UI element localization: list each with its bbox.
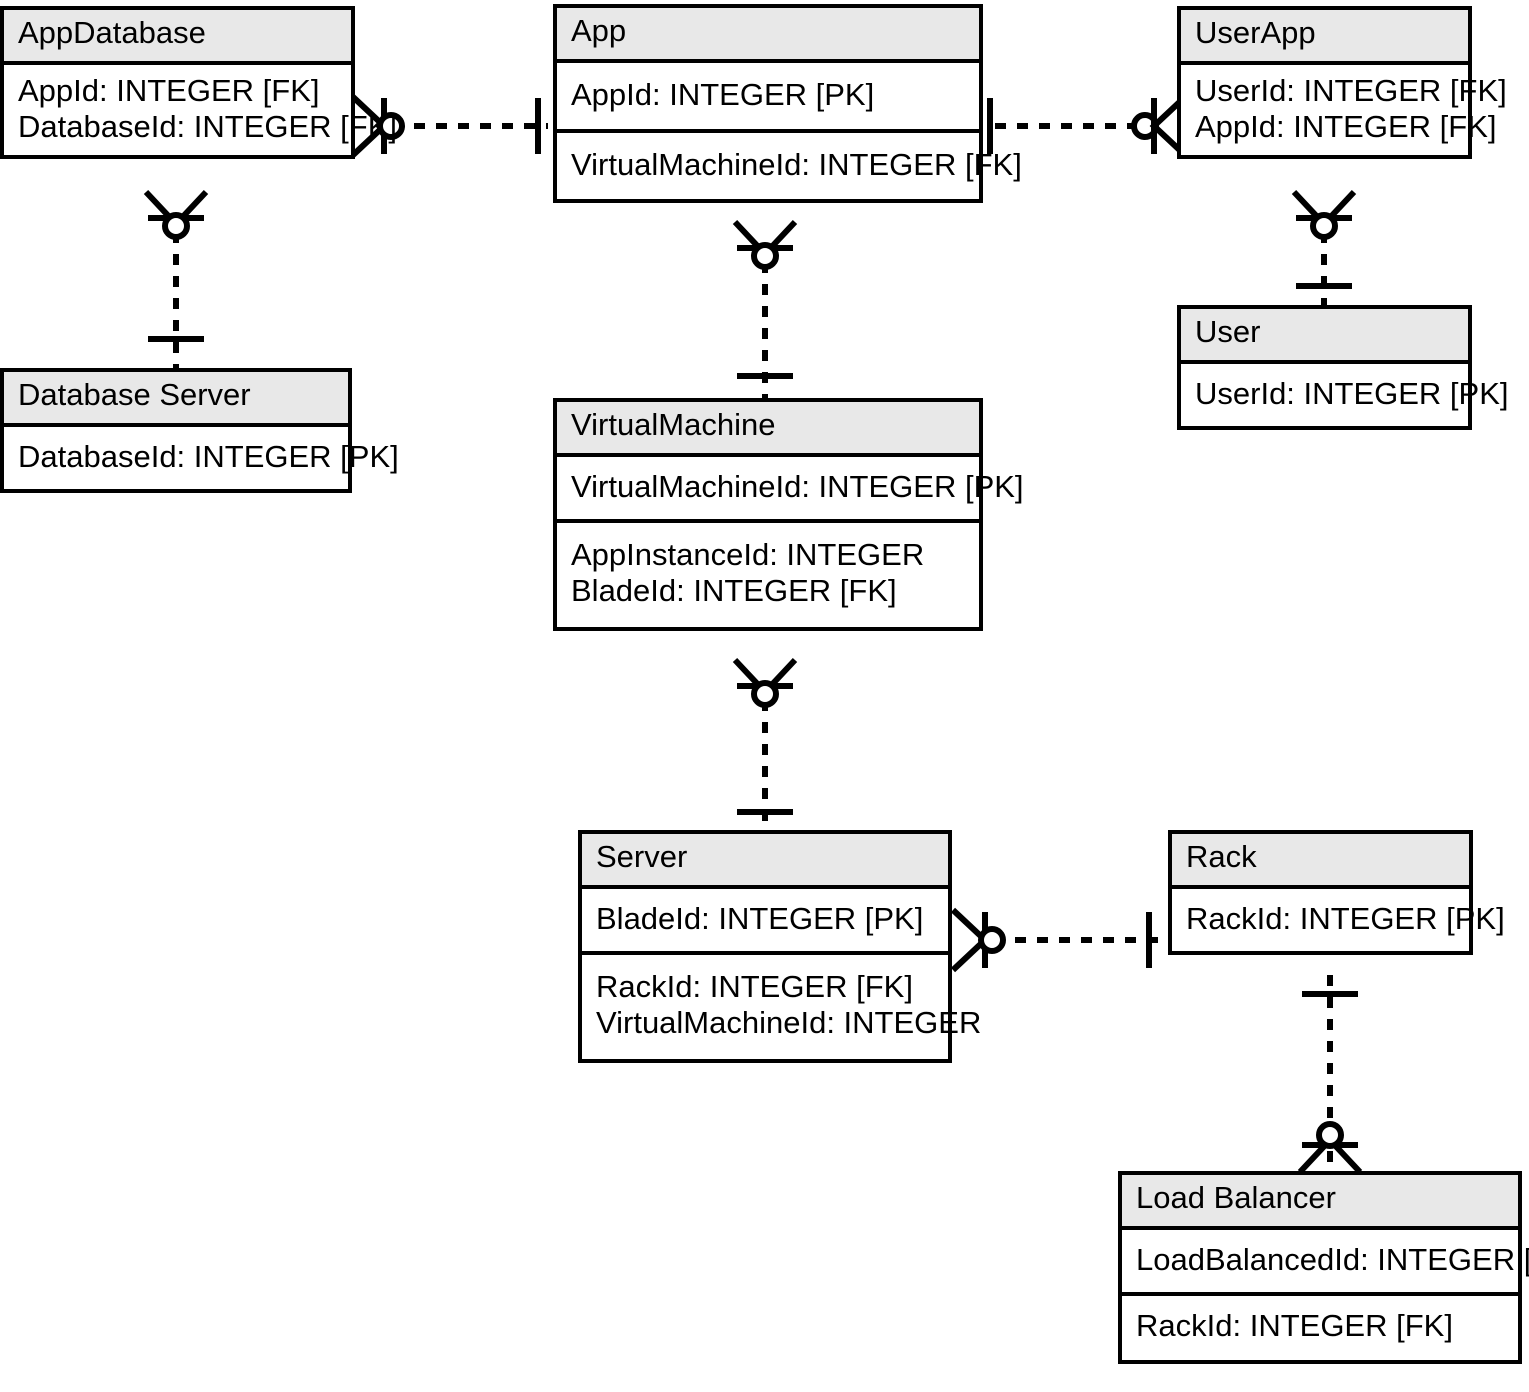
entity-title-user: User [1181, 309, 1468, 364]
attribute-row: VirtualMachineId: INTEGER [596, 1004, 982, 1040]
relationship-userapp-user [1291, 189, 1357, 308]
entity-section-appdatabase-0: AppId: INTEGER [FK] DatabaseId: INTEGER … [4, 64, 398, 155]
entity-app[interactable]: App AppId: INTEGER [PK] VirtualMachineId… [553, 4, 1022, 203]
entity-section-databaseserver-0: DatabaseId: INTEGER [PK] [4, 426, 399, 489]
entity-title-app: App [557, 8, 979, 63]
attribute-row: LoadBalancedId: INTEGER [PK] [1136, 1241, 1529, 1277]
relationship-virtualmachine-server [732, 657, 798, 836]
attribute-row: DatabaseId: INTEGER [PK] [18, 438, 399, 474]
entity-section-userapp-0: UserId: INTEGER [FK] AppId: INTEGER [FK] [1181, 64, 1507, 155]
entity-section-app-0: AppId: INTEGER [PK] [557, 62, 979, 129]
entity-title-rack: Rack [1172, 834, 1469, 889]
attribute-row: RackId: INTEGER [PK] [1186, 900, 1505, 936]
attribute-row: UserId: INTEGER [PK] [1195, 375, 1509, 411]
entity-title-appdatabase: AppDatabase [4, 10, 351, 65]
attribute-row: BladeId: INTEGER [FK] [571, 572, 897, 608]
entity-section-virtualmachine-0: VirtualMachineId: INTEGER [PK] [557, 456, 1024, 519]
entity-section-app-1: VirtualMachineId: INTEGER [FK] [557, 128, 1022, 199]
entity-appdatabase[interactable]: AppDatabase AppId: INTEGER [FK] Database… [0, 6, 398, 159]
attribute-row: DatabaseId: INTEGER [FK] [18, 108, 398, 144]
attribute-row: AppId: INTEGER [PK] [571, 76, 875, 112]
relationship-rack-loadbalancer [1297, 975, 1363, 1175]
entity-title-loadbalancer: Load Balancer [1122, 1175, 1518, 1230]
entity-title-virtualmachine: VirtualMachine [557, 402, 979, 457]
entity-section-user-0: UserId: INTEGER [PK] [1181, 363, 1509, 426]
relationship-app-virtualmachine [732, 219, 798, 400]
entity-section-server-1: RackId: INTEGER [FK] VirtualMachineId: I… [582, 950, 982, 1059]
entity-section-virtualmachine-1: AppInstanceId: INTEGER BladeId: INTEGER … [557, 518, 979, 627]
entity-section-loadbalancer-0: LoadBalancedId: INTEGER [PK] [1122, 1229, 1529, 1292]
entity-user[interactable]: User UserId: INTEGER [PK] [1177, 305, 1509, 430]
entity-section-loadbalancer-1: RackId: INTEGER [FK] [1122, 1291, 1518, 1360]
entity-title-userapp: UserApp [1181, 10, 1468, 65]
relationship-server-rack [950, 907, 1160, 973]
entity-title-databaseserver: Database Server [4, 372, 348, 427]
attribute-row: AppInstanceId: INTEGER [571, 536, 925, 572]
entity-section-server-0: BladeId: INTEGER [PK] [582, 888, 948, 951]
entity-rack[interactable]: Rack RackId: INTEGER [PK] [1168, 830, 1505, 955]
attribute-row: AppId: INTEGER [FK] [18, 72, 320, 108]
entity-server[interactable]: Server BladeId: INTEGER [PK] RackId: INT… [578, 830, 982, 1063]
attribute-row: VirtualMachineId: INTEGER [PK] [571, 468, 1024, 504]
attribute-row: BladeId: INTEGER [PK] [596, 900, 924, 936]
entity-userapp[interactable]: UserApp UserId: INTEGER [FK] AppId: INTE… [1177, 6, 1507, 159]
entity-title-server: Server [582, 834, 948, 889]
entity-databaseserver[interactable]: Database Server DatabaseId: INTEGER [PK] [0, 368, 399, 493]
attribute-row: RackId: INTEGER [FK] [1136, 1307, 1453, 1343]
entity-loadbalancer[interactable]: Load Balancer LoadBalancedId: INTEGER [P… [1118, 1171, 1529, 1364]
attribute-row: VirtualMachineId: INTEGER [FK] [571, 146, 1022, 182]
entity-section-rack-0: RackId: INTEGER [PK] [1172, 888, 1505, 951]
attribute-row: UserId: INTEGER [FK] [1195, 72, 1507, 108]
attribute-row: AppId: INTEGER [FK] [1195, 108, 1497, 144]
relationship-appdatabase-databaseserver [143, 189, 209, 370]
attribute-row: RackId: INTEGER [FK] [596, 968, 913, 1004]
entity-virtualmachine[interactable]: VirtualMachine VirtualMachineId: INTEGER… [553, 398, 1024, 631]
